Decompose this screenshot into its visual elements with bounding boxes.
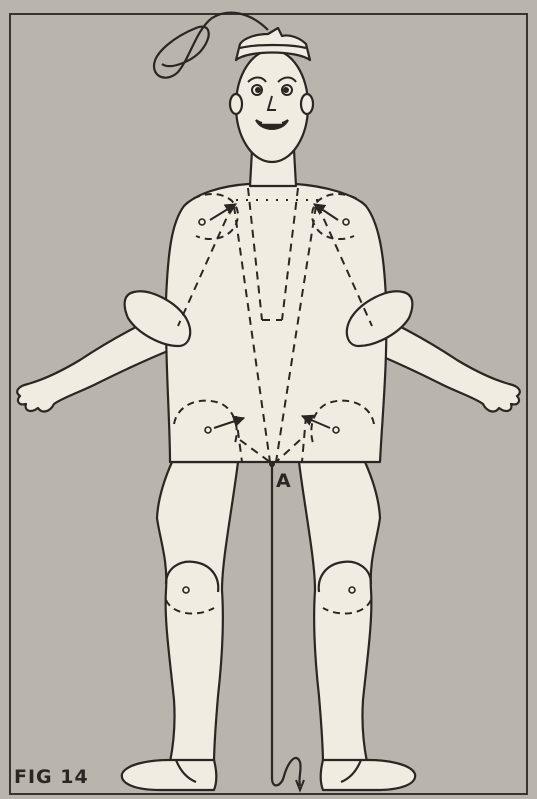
figure-caption: FIG 14 <box>14 766 89 788</box>
right-pupil <box>284 88 288 92</box>
left-shoe <box>122 760 216 790</box>
right-shoe <box>321 760 415 790</box>
left-pupil <box>256 88 260 92</box>
head <box>236 50 308 162</box>
right-ear <box>301 94 313 114</box>
left-ear <box>230 94 242 114</box>
point-a-label: A <box>276 470 291 492</box>
